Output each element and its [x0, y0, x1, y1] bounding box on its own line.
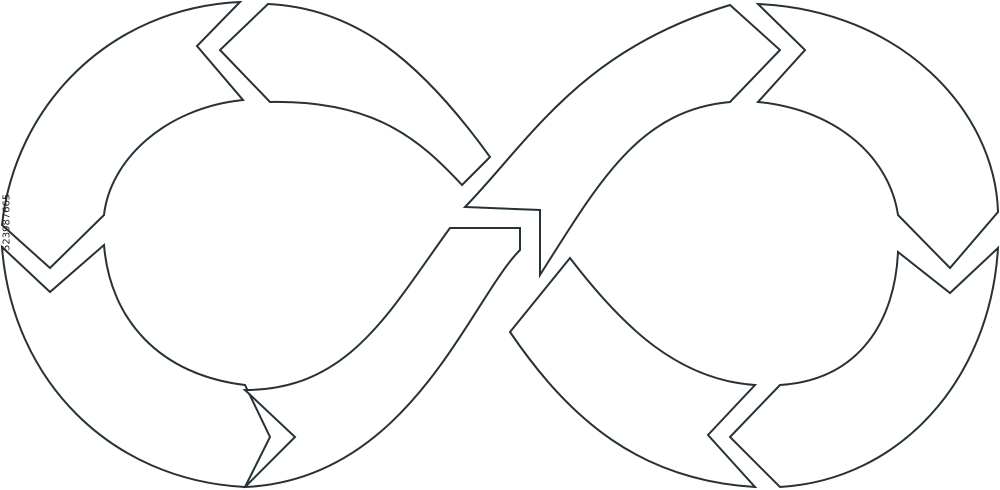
segment-right-top-left	[462, 3, 782, 279]
stock-id-text: 523987665	[1, 193, 13, 251]
segment-left-top-right	[218, 2, 492, 187]
segment-right-bottom-left	[508, 256, 758, 489]
segment-right-bottom-right	[728, 245, 1000, 489]
segment-left-top-left	[0, 0, 245, 270]
segment-left-bottom-right	[242, 227, 521, 489]
segment-left-bottom-left	[0, 242, 272, 489]
segment-right-top-right	[755, 2, 1000, 270]
